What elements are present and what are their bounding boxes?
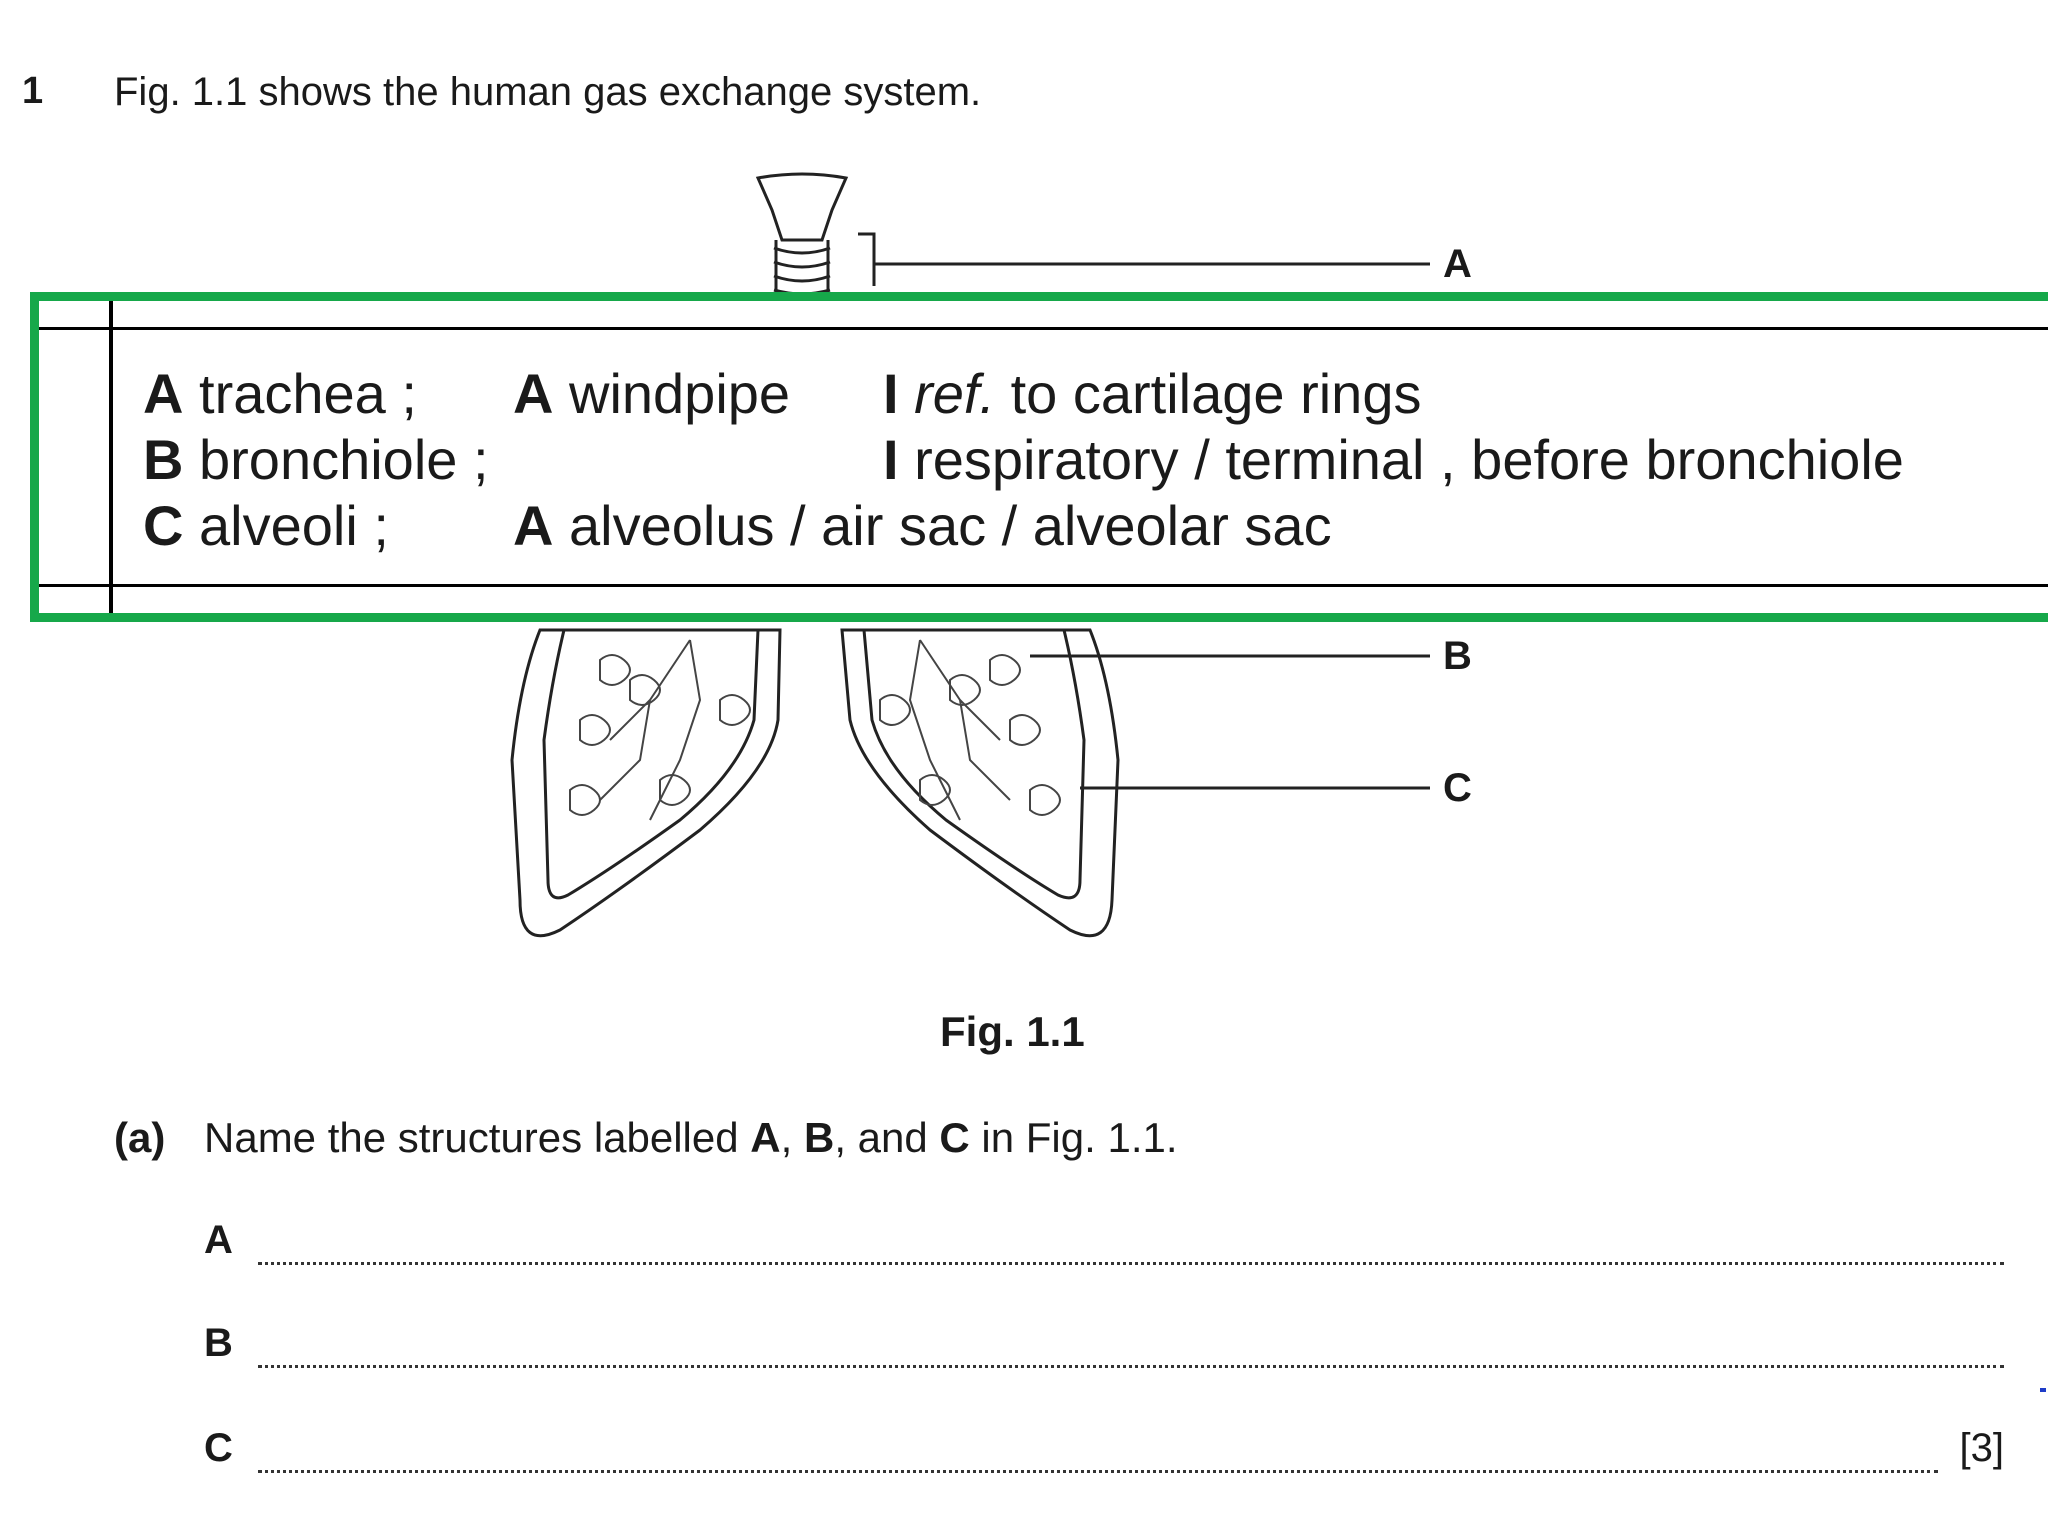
answer-line-label: A xyxy=(204,1218,233,1262)
mark-scheme-answer-a: A trachea ; xyxy=(143,362,417,425)
left-lung-shape xyxy=(510,628,782,938)
answer-line-c[interactable]: C [3] xyxy=(204,1426,2004,1486)
answer-line-label: B xyxy=(204,1321,233,1365)
figure-label-c: C xyxy=(1443,766,1472,810)
divider xyxy=(39,327,2048,330)
question-number: 1 xyxy=(22,70,44,112)
dotted-line xyxy=(258,1262,2004,1265)
part-a-number: (a) xyxy=(114,1114,166,1161)
mark-scheme-accept-c: A alveolus / air sac / alveolar sac xyxy=(513,494,1332,557)
divider xyxy=(39,584,2048,587)
mark-scheme-ignore-a: I ref. to cartilage rings xyxy=(883,362,1422,425)
part-a-question: Name the structures labelled A, B, and C… xyxy=(204,1114,1178,1161)
answer-line-b[interactable]: B xyxy=(204,1321,2004,1381)
question-intro: Fig. 1.1 shows the human gas exchange sy… xyxy=(114,70,982,114)
margin-mark xyxy=(2040,1388,2046,1392)
mark-scheme-answer-b: B bronchiole ; xyxy=(143,428,489,491)
mark-scheme-accept-a: A windpipe xyxy=(513,362,791,425)
mark-scheme-overlay: A trachea ; A windpipe I ref. to cartila… xyxy=(30,292,2048,622)
mark-scheme-answer-c: C alveoli ; xyxy=(143,494,389,557)
dotted-line xyxy=(258,1365,2004,1368)
marks-label: [3] xyxy=(1959,1426,2004,1470)
figure-label-a: A xyxy=(1443,242,1472,286)
answer-line-label: C xyxy=(204,1426,233,1470)
larynx-shape xyxy=(755,172,849,242)
answer-line-a[interactable]: A xyxy=(204,1218,2004,1278)
column-divider xyxy=(109,301,113,613)
mark-scheme-ignore-b: I respiratory / terminal , before bronch… xyxy=(883,428,1904,491)
figure-caption: Fig. 1.1 xyxy=(940,1008,1085,1055)
figure-label-b: B xyxy=(1443,634,1472,678)
right-lung-shape xyxy=(840,628,1120,938)
dotted-line xyxy=(258,1470,1938,1473)
